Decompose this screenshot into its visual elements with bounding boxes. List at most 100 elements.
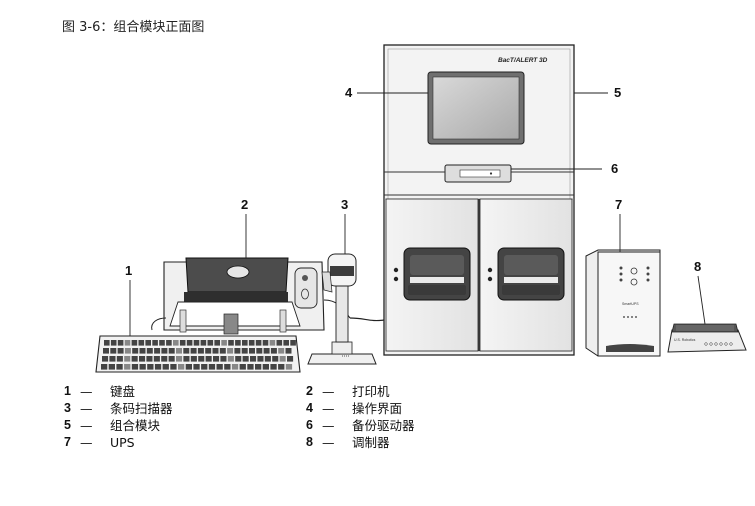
keyboard-key <box>176 348 182 354</box>
keyboard-key <box>183 356 190 362</box>
ups: SmartUPS <box>585 249 661 357</box>
keyboard-key <box>239 364 246 370</box>
legend-dash: — <box>322 401 335 416</box>
keyboard-key <box>257 356 264 362</box>
legend-number: 7 <box>64 435 71 449</box>
keyboard-key <box>109 356 116 362</box>
legend-left-column: 1 — 键盘 3 — 条码扫描器 5 — 组合模块 7 — UPS <box>64 383 173 451</box>
keyboard-key <box>208 364 216 370</box>
keyboard-key <box>231 364 239 370</box>
legend-dash: — <box>80 384 93 399</box>
keyboard-key <box>101 364 108 370</box>
keyboard-key <box>139 356 146 362</box>
legend-item: 8 — 调制器 <box>306 434 415 451</box>
keyboard-key <box>186 340 193 346</box>
keyboard-key <box>176 356 183 362</box>
ups-brand-label: SmartUPS <box>622 302 639 306</box>
legend-dash: — <box>322 435 335 450</box>
legend-number: 2 <box>306 384 313 398</box>
keyboard-key <box>146 356 153 362</box>
operator-screen <box>432 76 520 140</box>
keyboard-key <box>290 340 296 346</box>
callout-5: 5 <box>614 85 621 100</box>
keyboard-key <box>224 364 231 370</box>
right-incubator-drawer <box>487 247 565 301</box>
keyboard-key <box>197 348 204 354</box>
keyboard-key <box>272 356 279 362</box>
legend-dash: — <box>322 418 335 433</box>
keyboard-key <box>262 364 269 370</box>
legend-dash: — <box>80 418 93 433</box>
left-incubator-drawer <box>393 247 471 301</box>
callout-7: 7 <box>615 197 622 212</box>
keyboard-key <box>153 356 160 362</box>
keyboard-key <box>212 348 219 354</box>
keyboard-key <box>255 364 262 370</box>
keyboard-key <box>124 348 131 354</box>
keyboard-key <box>248 340 255 346</box>
legend-number: 3 <box>64 401 71 415</box>
legend-right-column: 2 — 打印机 4 — 操作界面 6 — 备份驱动器 8 — 调制器 <box>306 383 415 451</box>
keyboard-key <box>124 356 131 362</box>
callout-8: 8 <box>694 259 701 274</box>
callout-6: 6 <box>611 161 618 176</box>
module-brand-label: BacT/ALERT 3D <box>498 57 548 64</box>
legend-item: 6 — 备份驱动器 <box>306 417 415 434</box>
keyboard-key <box>190 348 197 354</box>
keyboard-key <box>235 340 241 346</box>
legend-number: 1 <box>64 384 71 398</box>
callout-4: 4 <box>345 85 353 100</box>
keyboard-key <box>193 364 200 370</box>
keyboard-key <box>132 348 139 354</box>
keyboard-key <box>108 364 115 370</box>
keyboard-key <box>170 364 177 370</box>
combination-module: BacT/ALERT 3D <box>383 44 575 356</box>
keyboard-key <box>152 340 158 346</box>
keyboard-key <box>139 348 146 354</box>
legend-dash: — <box>80 401 93 416</box>
keyboard-key <box>131 340 138 346</box>
keyboard-key <box>285 348 292 354</box>
keyboard-key <box>145 340 151 346</box>
keyboard-key <box>264 356 271 362</box>
legend-item: 4 — 操作界面 <box>306 400 415 417</box>
keyboard-key <box>269 340 276 346</box>
keyboard-key <box>162 364 169 370</box>
legend-label: 打印机 <box>352 384 390 399</box>
keyboard-key <box>276 340 283 346</box>
legend-label: 组合模块 <box>110 418 161 433</box>
keyboard-key <box>241 348 248 354</box>
keyboard-key <box>146 348 153 354</box>
keyboard-key <box>161 356 168 362</box>
legend-item: 7 — UPS <box>64 434 173 451</box>
keyboard-key <box>216 364 223 370</box>
legend-item: 3 — 条码扫描器 <box>64 400 173 417</box>
legend-number: 6 <box>306 418 313 432</box>
keyboard-key <box>198 356 205 362</box>
keyboard-key <box>185 364 192 370</box>
keyboard-key <box>201 364 208 370</box>
modem: U.S. Robotics <box>667 323 747 353</box>
legend-item: 5 — 组合模块 <box>64 417 173 434</box>
keyboard-key <box>147 364 154 370</box>
legend-dash: — <box>322 384 335 399</box>
legend-number: 8 <box>306 435 313 449</box>
keyboard-key <box>234 348 241 354</box>
keyboard-keys <box>101 340 296 370</box>
legend-item: 1 — 键盘 <box>64 383 173 400</box>
keyboard-key <box>166 340 172 346</box>
keyboard-key <box>131 356 138 362</box>
keyboard-key <box>221 340 227 346</box>
figure-caption: 图 3-6：组合模块正面图 <box>62 20 205 35</box>
legend-label: 调制器 <box>352 435 390 450</box>
keyboard-key <box>183 348 190 354</box>
keyboard-key <box>116 364 123 370</box>
keyboard-key <box>262 340 269 346</box>
keyboard-key <box>207 340 214 346</box>
keyboard-key <box>124 364 131 370</box>
keyboard-key <box>283 340 289 346</box>
keyboard-key <box>103 348 109 354</box>
keyboard-key <box>227 356 234 362</box>
legend-label: 键盘 <box>110 384 136 399</box>
keyboard <box>95 335 301 373</box>
